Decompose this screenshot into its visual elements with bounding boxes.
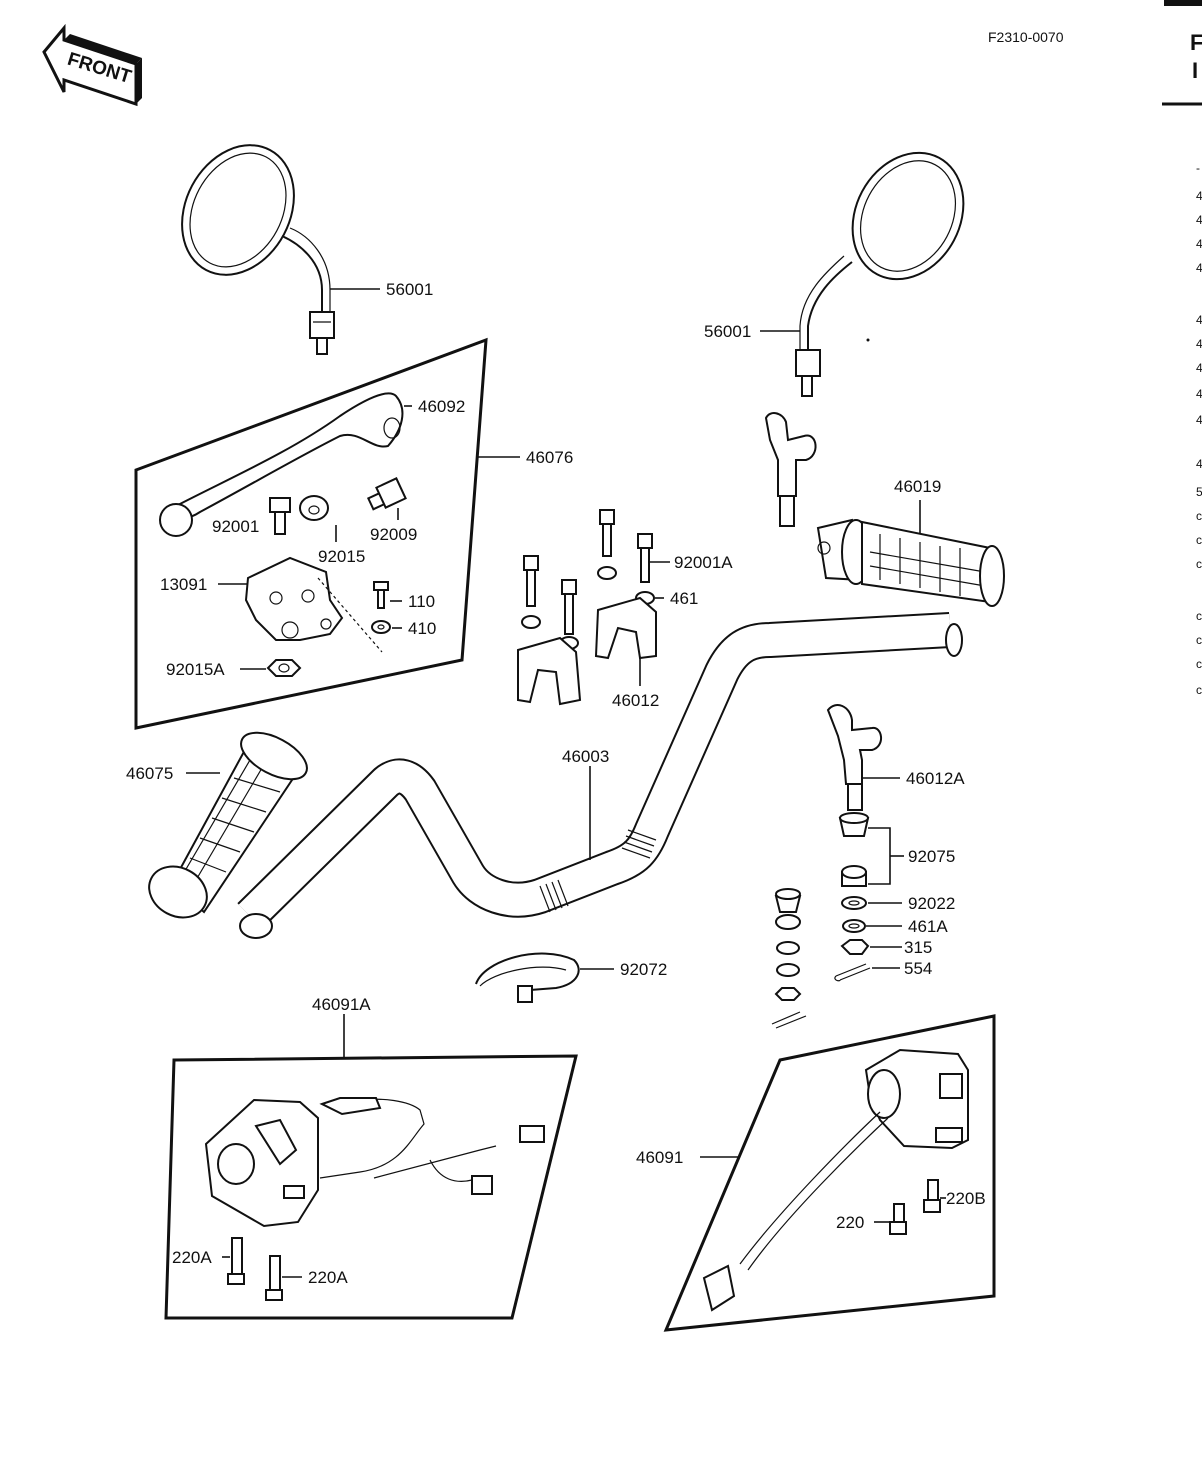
margin-mark: 4 bbox=[1196, 457, 1202, 471]
label-220a-2: 220A bbox=[308, 1268, 348, 1287]
margin-mark: 4 bbox=[1196, 337, 1202, 351]
adjuster[interactable] bbox=[366, 477, 407, 511]
holder-upper-right[interactable] bbox=[594, 596, 657, 660]
screw-220[interactable] bbox=[889, 1203, 907, 1235]
collar[interactable] bbox=[299, 495, 329, 521]
label-46012a: 46012A bbox=[906, 769, 965, 788]
switch-left-frame bbox=[164, 1054, 578, 1320]
lever-assembly-frame bbox=[134, 337, 488, 730]
holder-upper-left[interactable] bbox=[517, 636, 582, 706]
lever[interactable] bbox=[159, 392, 404, 537]
margin-mark: c bbox=[1196, 683, 1202, 697]
corner-fragment-1: F bbox=[1190, 30, 1202, 55]
label-410: 410 bbox=[408, 619, 436, 638]
label-46091: 46091 bbox=[636, 1148, 683, 1167]
screw-220a-1[interactable] bbox=[227, 1237, 245, 1285]
label-220: 220 bbox=[836, 1213, 864, 1232]
lever-nut[interactable] bbox=[266, 659, 302, 677]
mirror-left[interactable] bbox=[160, 126, 335, 355]
margin-mark: 4 bbox=[1196, 413, 1202, 427]
holder-lower-left[interactable] bbox=[764, 412, 817, 527]
label-46076: 46076 bbox=[526, 448, 573, 467]
margin-mark: 4 bbox=[1196, 261, 1202, 275]
lever-bolt[interactable] bbox=[269, 497, 291, 535]
label-220b: 220B bbox=[946, 1189, 986, 1208]
front-arrow-icon: FRONT bbox=[42, 23, 142, 107]
margin-mark: c bbox=[1196, 509, 1202, 523]
margin-mark: c bbox=[1196, 533, 1202, 547]
label-461a: 461A bbox=[908, 917, 948, 936]
label-92022: 92022 bbox=[908, 894, 955, 913]
label-46019: 46019 bbox=[894, 477, 941, 496]
label-92001a: 92001A bbox=[674, 553, 733, 572]
lever-holder[interactable] bbox=[244, 556, 344, 641]
label-92015a: 92015A bbox=[166, 660, 225, 679]
screw-220a-2[interactable] bbox=[265, 1255, 283, 1301]
label-56001-left: 56001 bbox=[386, 280, 433, 299]
holder-bolts[interactable] bbox=[523, 509, 653, 635]
margin-mark: 4 bbox=[1196, 387, 1202, 401]
label-92072: 92072 bbox=[620, 960, 667, 979]
label-46075: 46075 bbox=[126, 764, 173, 783]
margin-mark: 5 bbox=[1196, 485, 1202, 499]
screw-220b[interactable] bbox=[923, 1179, 941, 1213]
holder-lower-right[interactable] bbox=[826, 704, 882, 811]
margin-mark: c bbox=[1196, 557, 1202, 571]
label-461: 461 bbox=[670, 589, 698, 608]
screw-110[interactable] bbox=[373, 581, 389, 609]
handlebar[interactable] bbox=[237, 612, 963, 939]
damper-stack-right[interactable] bbox=[838, 812, 870, 887]
label-92015: 92015 bbox=[318, 547, 365, 566]
label-46012: 46012 bbox=[612, 691, 659, 710]
clamp-band[interactable] bbox=[475, 952, 580, 1003]
switch-right[interactable] bbox=[702, 1048, 969, 1312]
label-220a-1: 220A bbox=[172, 1248, 212, 1267]
label-56001-right: 56001 bbox=[704, 322, 751, 341]
margin-mark: 4 bbox=[1196, 213, 1202, 227]
label-554: 554 bbox=[904, 959, 932, 978]
label-315: 315 bbox=[904, 938, 932, 957]
grip-right[interactable] bbox=[816, 518, 1005, 607]
nut-315[interactable] bbox=[840, 939, 870, 955]
mirror-right[interactable] bbox=[795, 133, 985, 397]
label-46091a: 46091A bbox=[312, 995, 371, 1014]
switch-left[interactable] bbox=[204, 1097, 545, 1228]
label-110: 110 bbox=[408, 592, 435, 611]
label-92075: 92075 bbox=[908, 847, 955, 866]
diagram-code: F2310-0070 bbox=[988, 29, 1064, 45]
margin-mark: c bbox=[1196, 657, 1202, 671]
corner-fragment-2: I bbox=[1192, 58, 1198, 83]
damper-stack-left[interactable] bbox=[771, 888, 807, 1029]
label-13091: 13091 bbox=[160, 575, 207, 594]
grip-left[interactable] bbox=[140, 723, 314, 927]
lock-washer-461a[interactable] bbox=[842, 919, 866, 933]
margin-mark: c bbox=[1196, 633, 1202, 647]
cotter-pin[interactable] bbox=[834, 963, 871, 982]
margin-mark: 4 bbox=[1196, 237, 1202, 251]
margin-mark: - bbox=[1196, 161, 1200, 175]
margin-mark: 4 bbox=[1196, 189, 1202, 203]
label-46092: 46092 bbox=[418, 397, 465, 416]
label-92009: 92009 bbox=[370, 525, 417, 544]
washer-92022[interactable] bbox=[841, 896, 867, 910]
margin-mark: 4 bbox=[1196, 361, 1202, 375]
margin-mark: 4 bbox=[1196, 313, 1202, 327]
switch-right-frame bbox=[663, 1014, 996, 1332]
margin-mark: c bbox=[1196, 609, 1202, 623]
label-46003: 46003 bbox=[562, 747, 609, 766]
label-92001: 92001 bbox=[212, 517, 259, 536]
washer-410[interactable] bbox=[371, 620, 391, 634]
